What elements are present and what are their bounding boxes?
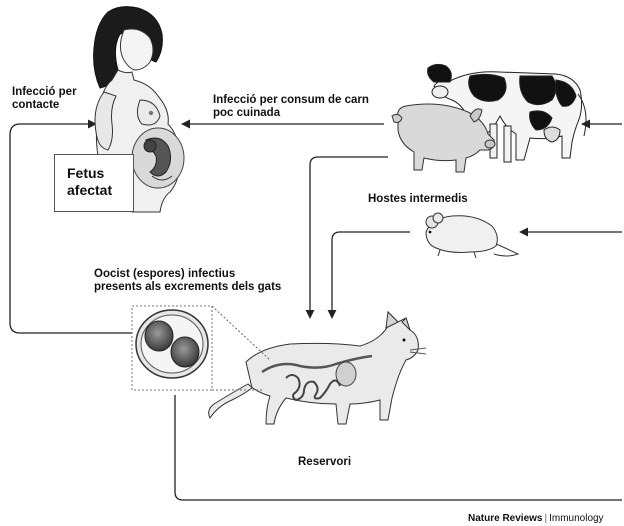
arrow-mouse-to-cat xyxy=(332,232,410,318)
oocyst-label: Oocist (espores) infectius presents als … xyxy=(94,268,281,294)
arrow-host-to-cat xyxy=(310,157,388,318)
meat-infection-label: Infecció per consum de carn poc cuinada xyxy=(213,94,369,120)
intermediate-hosts-label: Hostes intermedis xyxy=(368,193,468,206)
fetus-label: Fetus afectat xyxy=(67,165,112,199)
contact-infection-line-2: contacte xyxy=(12,99,77,112)
meat-infection-line-2: poc cuinada xyxy=(213,107,369,120)
oocyst-line-2: presents als excrements dels gats xyxy=(94,281,281,294)
journal-section: Immunology xyxy=(549,513,603,524)
fetus-label-box: Fetus afectat xyxy=(54,154,134,212)
reservoir-label: Reservori xyxy=(298,456,351,469)
mouse-icon xyxy=(426,213,518,258)
meat-infection-line-1: Infecció per consum de carn xyxy=(213,94,369,107)
contact-infection-label: Infecció per contacte xyxy=(12,86,77,112)
journal-name: Nature Reviews xyxy=(468,513,542,524)
fetus-line-2: afectat xyxy=(67,182,112,199)
line-cat-to-environment xyxy=(175,395,622,500)
journal-credit: Nature Reviews|Immunology xyxy=(468,513,604,525)
contact-infection-line-1: Infecció per xyxy=(12,86,77,99)
cat-icon xyxy=(209,312,426,424)
pig-icon xyxy=(392,104,495,172)
oocyst-line-1: Oocist (espores) infectius xyxy=(94,268,281,281)
fetus-line-1: Fetus xyxy=(67,165,112,182)
